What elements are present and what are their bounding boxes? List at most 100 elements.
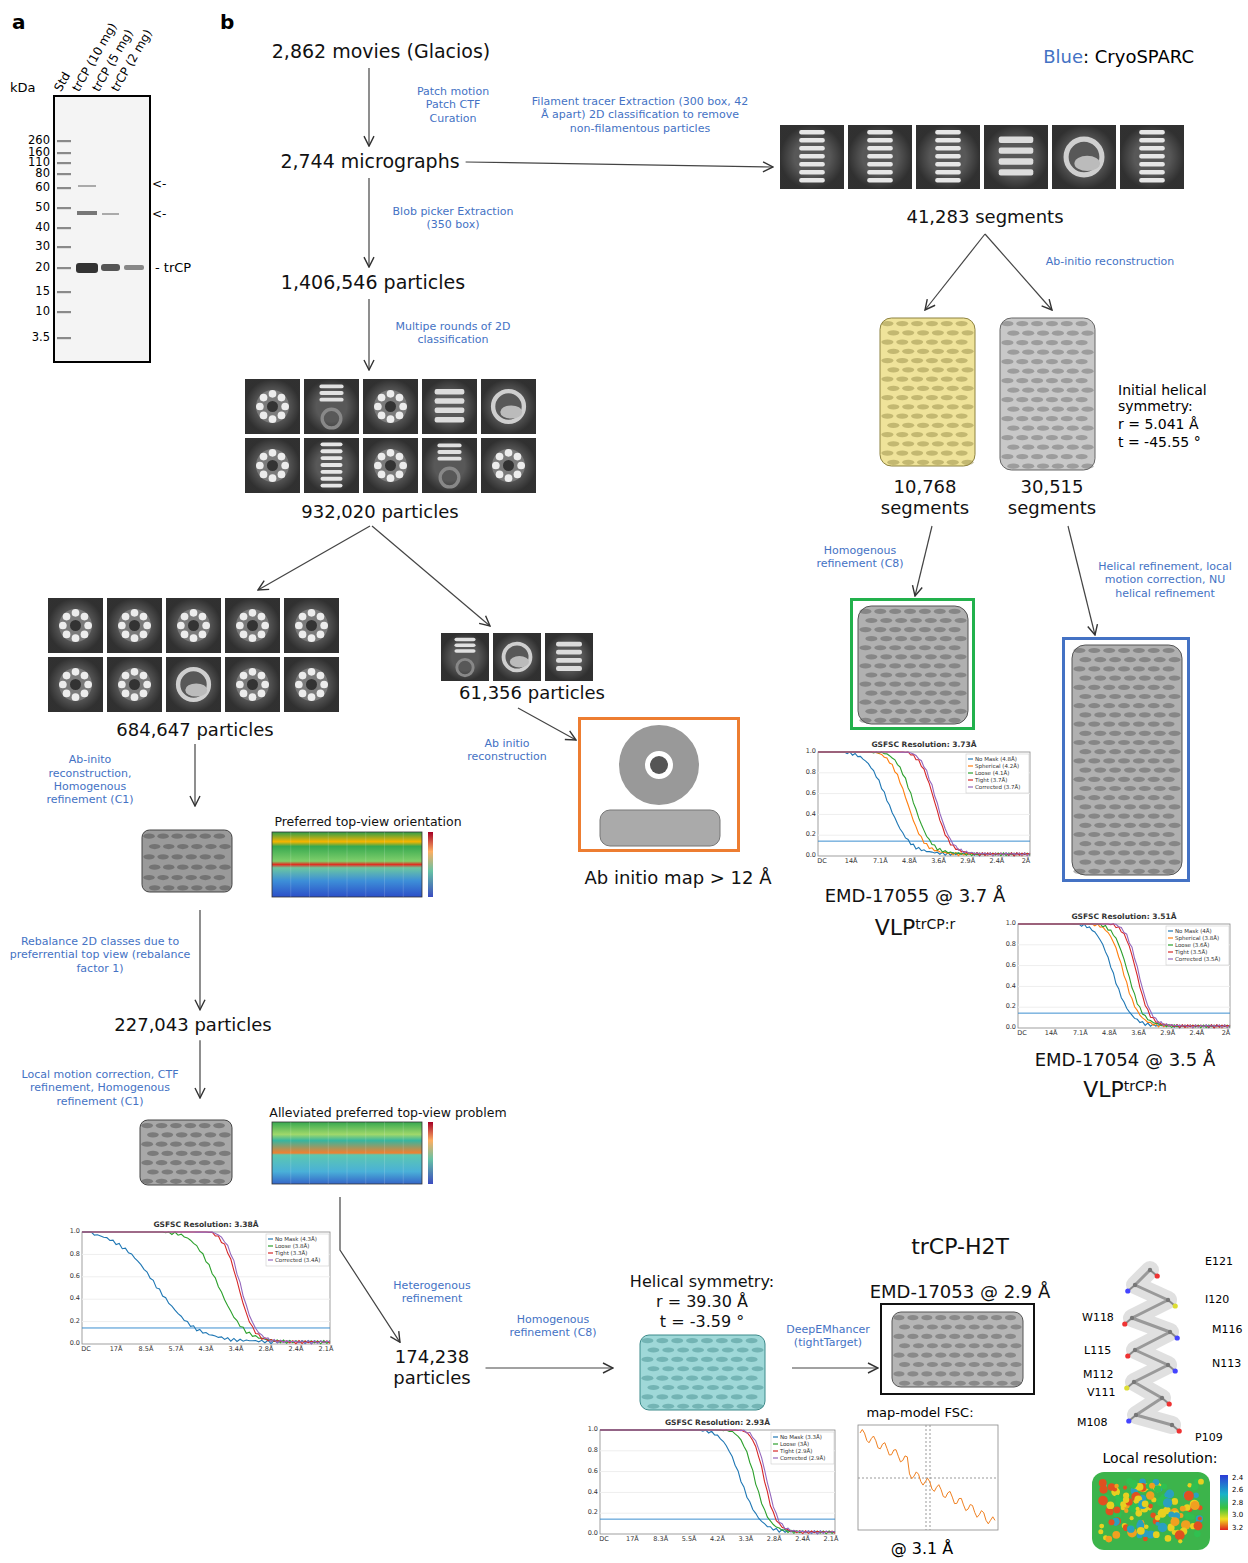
figure-part bbox=[818, 752, 1030, 856]
class-average bbox=[284, 598, 339, 653]
figure-part bbox=[481, 438, 536, 493]
figure-part bbox=[1139, 170, 1165, 174]
step-label: Rebalance 2D classes due to preferrentia… bbox=[8, 935, 193, 975]
figure-part bbox=[941, 1324, 952, 1329]
axis-tick: 2.1Å bbox=[319, 1346, 334, 1353]
figure-part bbox=[199, 1123, 211, 1128]
figure-part bbox=[261, 622, 269, 630]
figure-part bbox=[895, 654, 907, 659]
figure-part bbox=[1124, 841, 1136, 846]
figure-part bbox=[317, 690, 325, 698]
plot-title: map-model FSC: bbox=[866, 1406, 973, 1421]
figure-part bbox=[916, 125, 980, 189]
figure-part bbox=[949, 718, 961, 723]
figure-part bbox=[1052, 407, 1064, 412]
figure-part bbox=[895, 709, 907, 714]
figure-part bbox=[191, 885, 202, 890]
figure-part bbox=[256, 449, 289, 482]
figure-part bbox=[1169, 657, 1181, 662]
figure-part bbox=[1154, 712, 1166, 717]
figure-part bbox=[1088, 740, 1100, 745]
figure-part bbox=[1169, 804, 1181, 809]
figure-part bbox=[213, 1142, 225, 1147]
figure-part bbox=[1169, 676, 1181, 681]
figure-part bbox=[268, 1259, 273, 1260]
figure-part bbox=[141, 1142, 153, 1147]
figure-part bbox=[949, 1315, 960, 1320]
figure-part bbox=[956, 321, 968, 326]
figure-part bbox=[492, 449, 525, 482]
class-average bbox=[48, 657, 103, 712]
flow-arrow bbox=[372, 526, 490, 626]
figure-part bbox=[1133, 666, 1145, 671]
class-average bbox=[916, 125, 980, 189]
figure-part bbox=[249, 668, 257, 676]
figure-part bbox=[752, 1366, 764, 1371]
figure-part bbox=[1103, 832, 1115, 837]
figure-part bbox=[1137, 1527, 1145, 1535]
figure-part bbox=[896, 413, 908, 418]
marker-weight: 20 bbox=[35, 261, 50, 274]
figure-part bbox=[1169, 768, 1181, 773]
figure-part bbox=[1031, 321, 1043, 326]
figure-part bbox=[935, 170, 961, 174]
figure-part bbox=[435, 417, 465, 423]
figure-part bbox=[205, 844, 216, 849]
figure-part bbox=[1115, 1495, 1120, 1500]
figure-part bbox=[57, 246, 71, 248]
figure-part bbox=[454, 638, 475, 641]
figure-part bbox=[258, 690, 266, 698]
figure-part bbox=[997, 1362, 1008, 1367]
axis-tick: 8.3Å bbox=[653, 1536, 668, 1543]
figure-part bbox=[1148, 666, 1160, 671]
figure-part bbox=[896, 432, 908, 437]
figure-part bbox=[887, 404, 899, 409]
figure-part bbox=[1088, 722, 1100, 727]
figure-part bbox=[955, 709, 967, 714]
figure-part bbox=[1016, 340, 1028, 345]
figure-part bbox=[422, 438, 477, 493]
figure-part bbox=[1082, 369, 1094, 374]
figure-part bbox=[919, 627, 931, 632]
figure-part bbox=[896, 376, 908, 381]
figure-part bbox=[956, 376, 968, 381]
figure-part bbox=[600, 1430, 835, 1534]
figure-part bbox=[991, 1315, 1002, 1320]
axis-tick: 2.8Å bbox=[259, 1346, 274, 1353]
class-average bbox=[166, 598, 221, 653]
figure-part bbox=[746, 1394, 758, 1399]
figure-part bbox=[1175, 1530, 1185, 1540]
figure-part bbox=[893, 1371, 904, 1376]
step-text: Alleviated preferred top-view problem bbox=[269, 1106, 506, 1120]
figure-part bbox=[941, 432, 953, 437]
figure-part bbox=[82, 1276, 330, 1277]
figure-part bbox=[1022, 426, 1034, 431]
figure-part bbox=[880, 654, 892, 659]
figure-part bbox=[157, 834, 168, 839]
figure-part bbox=[1120, 125, 1184, 189]
figure-part bbox=[1007, 369, 1019, 374]
figure-part bbox=[991, 1334, 1002, 1339]
figure-part bbox=[1088, 814, 1100, 819]
axis-tick: 0.8 bbox=[70, 1251, 80, 1258]
figure-part bbox=[1148, 795, 1160, 800]
figure-part bbox=[956, 413, 968, 418]
figure-part bbox=[308, 634, 316, 642]
figure-part bbox=[662, 1366, 674, 1371]
figure-part bbox=[867, 170, 893, 174]
figure-part bbox=[919, 718, 931, 723]
figure-part bbox=[904, 681, 916, 686]
density-map bbox=[140, 1120, 232, 1185]
figure-part bbox=[999, 169, 1034, 175]
figure-part bbox=[378, 394, 386, 402]
figure-part bbox=[984, 125, 1048, 189]
figure-part bbox=[278, 394, 286, 402]
figure-part bbox=[731, 1357, 743, 1362]
figure-part bbox=[947, 349, 959, 354]
atomic-model bbox=[1122, 1268, 1182, 1434]
legend-entry: No Mask (4Å) bbox=[1175, 928, 1212, 934]
figure-part bbox=[917, 423, 929, 428]
figure-part bbox=[1189, 1514, 1195, 1520]
step-node: 174,238 particles bbox=[381, 1344, 484, 1391]
figure-part bbox=[236, 609, 269, 642]
